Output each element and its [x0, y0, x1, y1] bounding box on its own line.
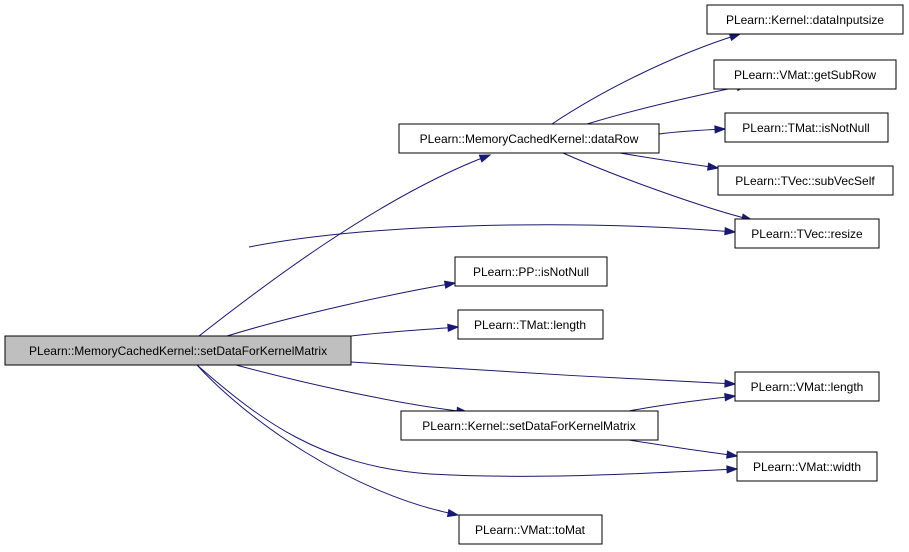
- node-root-box: [4, 335, 352, 366]
- edge-dataRow-to-subVecSelf: [619, 152, 719, 169]
- edge-dataRow-to-getSubRow: [586, 84, 748, 125]
- node-pp-isnotnull[interactable]: PLearn::PP::isNotNull: [454, 256, 608, 287]
- edge-arrowhead-root-to-dataRow: [478, 154, 492, 163]
- node-vmat-tomat[interactable]: PLearn::VMat::toMat: [458, 514, 603, 545]
- node-tmat-length-box: [457, 309, 604, 340]
- edge-arrowhead-root-to-tmatLength: [447, 323, 460, 333]
- edge-dataRow-to-dataInputsize: [551, 33, 741, 125]
- node-subvecself[interactable]: PLearn::TVec::subVecSelf: [717, 165, 894, 196]
- node-datainputsize-label: PLearn::Kernel::dataInputsize: [726, 13, 884, 27]
- edge-arrowhead-dataRow-to-subVecSelf: [707, 162, 720, 171]
- node-vmat-length[interactable]: PLearn::VMat::length: [734, 371, 880, 402]
- node-tmat-length[interactable]: PLearn::TMat::length: [457, 309, 604, 340]
- node-subvecself-label: PLearn::TVec::subVecSelf: [735, 174, 875, 188]
- node-vmat-width-box: [736, 451, 878, 482]
- node-datainputsize-box: [706, 4, 904, 35]
- node-vmat-width-label: PLearn::VMat::width: [753, 460, 861, 474]
- node-datarow-label: PLearn::MemoryCachedKernel::dataRow: [420, 132, 639, 146]
- node-datarow-box: [398, 123, 660, 154]
- node-datainputsize[interactable]: PLearn::Kernel::dataInputsize: [706, 4, 904, 35]
- node-getsubrow-box: [713, 59, 897, 90]
- node-tmat-isnotnull-box: [724, 112, 889, 143]
- edge-root-to-toMat: [196, 364, 459, 516]
- node-pp-isnotnull-box: [454, 256, 608, 287]
- edge-arrowhead-dataRow-to-tmatIsNotNull: [714, 125, 727, 134]
- edge-arrowhead-root-to-vmatWidth: [726, 465, 739, 474]
- node-tmat-length-label: PLearn::TMat::length: [474, 318, 586, 332]
- node-vmat-tomat-label: PLearn::VMat::toMat: [475, 523, 586, 537]
- node-kernel-setdata[interactable]: PLearn::Kernel::setDataForKernelMatrix: [400, 410, 659, 441]
- node-root[interactable]: PLearn::MemoryCachedKernel::setDataForKe…: [4, 335, 352, 366]
- node-subvecself-box: [717, 165, 894, 196]
- edge-arrowhead-dataRow-to-dataInputsize: [728, 33, 742, 42]
- node-getsubrow[interactable]: PLearn::VMat::getSubRow: [713, 59, 897, 90]
- edge-root-to-vmatLength: [350, 361, 736, 385]
- edge-root-to-vmatWidth: [196, 364, 738, 477]
- node-layer: PLearn::MemoryCachedKernel::setDataForKe…: [4, 4, 904, 545]
- node-tmat-isnotnull-label: PLearn::TMat::isNotNull: [742, 121, 869, 135]
- edge-arrowhead-root-to-toMat: [446, 508, 460, 518]
- edge-arrowhead-root-to-resize: [724, 226, 737, 236]
- node-root-label: PLearn::MemoryCachedKernel::setDataForKe…: [29, 344, 327, 358]
- edge-root-to-kernelSetData: [235, 364, 468, 413]
- node-pp-isnotnull-label: PLearn::PP::isNotNull: [473, 265, 589, 279]
- edge-kernelSetData-to-vmatLength: [628, 395, 736, 412]
- node-tmat-isnotnull[interactable]: PLearn::TMat::isNotNull: [724, 112, 889, 143]
- node-kernel-setdata-box: [400, 410, 659, 441]
- edge-root-to-dataRow: [198, 154, 491, 337]
- node-tvec-resize-label: PLearn::TVec::resize: [751, 227, 863, 241]
- edge-root-to-tmatLength: [350, 326, 459, 337]
- node-datarow[interactable]: PLearn::MemoryCachedKernel::dataRow: [398, 123, 660, 154]
- node-vmat-width[interactable]: PLearn::VMat::width: [736, 451, 878, 482]
- edge-kernelSetData-to-vmatWidth: [628, 439, 738, 457]
- node-tvec-resize-box: [734, 218, 880, 249]
- edge-root-to-resize: [248, 224, 736, 248]
- node-getsubrow-label: PLearn::VMat::getSubRow: [734, 68, 876, 82]
- edge-arrowhead-kernelSetData-to-vmatWidth: [726, 450, 739, 459]
- node-vmat-length-box: [734, 371, 880, 402]
- node-vmat-tomat-box: [458, 514, 603, 545]
- edge-arrowhead-root-to-ppIsNotNull: [443, 280, 457, 289]
- edge-layer: [196, 33, 754, 518]
- node-kernel-setdata-label: PLearn::Kernel::setDataForKernelMatrix: [422, 419, 635, 433]
- node-vmat-length-label: PLearn::VMat::length: [751, 380, 864, 394]
- edge-arrowhead-kernelSetData-to-vmatLength: [724, 393, 737, 402]
- edge-dataRow-to-resize: [562, 152, 753, 221]
- edge-root-to-ppIsNotNull: [226, 282, 456, 337]
- edge-arrowhead-root-to-vmatLength: [724, 379, 737, 388]
- node-tvec-resize[interactable]: PLearn::TVec::resize: [734, 218, 880, 249]
